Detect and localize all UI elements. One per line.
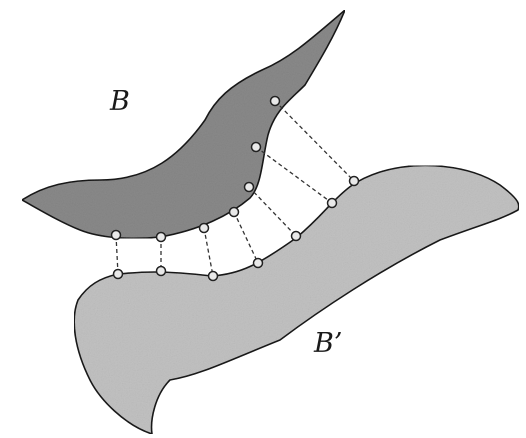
point-on-bprime bbox=[209, 272, 218, 281]
point-on-b bbox=[245, 183, 254, 192]
point-on-b bbox=[252, 143, 261, 152]
region-b-label: B bbox=[110, 88, 130, 115]
point-on-b bbox=[230, 208, 239, 217]
point-on-bprime bbox=[350, 177, 359, 186]
point-on-b bbox=[157, 233, 166, 242]
point-on-bprime bbox=[292, 232, 301, 241]
region-b-shape bbox=[22, 10, 345, 238]
connector-line bbox=[256, 147, 332, 203]
point-on-bprime bbox=[157, 267, 166, 276]
connector-line bbox=[116, 235, 118, 274]
point-on-bprime bbox=[254, 259, 263, 268]
point-on-bprime bbox=[114, 270, 123, 279]
region-bprime-label: B’ bbox=[314, 330, 342, 357]
point-on-b bbox=[200, 224, 209, 233]
point-on-b bbox=[112, 231, 121, 240]
point-on-b bbox=[271, 97, 280, 106]
connector-line bbox=[204, 228, 213, 276]
connector-line bbox=[249, 187, 296, 236]
connector-line bbox=[234, 212, 258, 263]
point-on-bprime bbox=[328, 199, 337, 208]
